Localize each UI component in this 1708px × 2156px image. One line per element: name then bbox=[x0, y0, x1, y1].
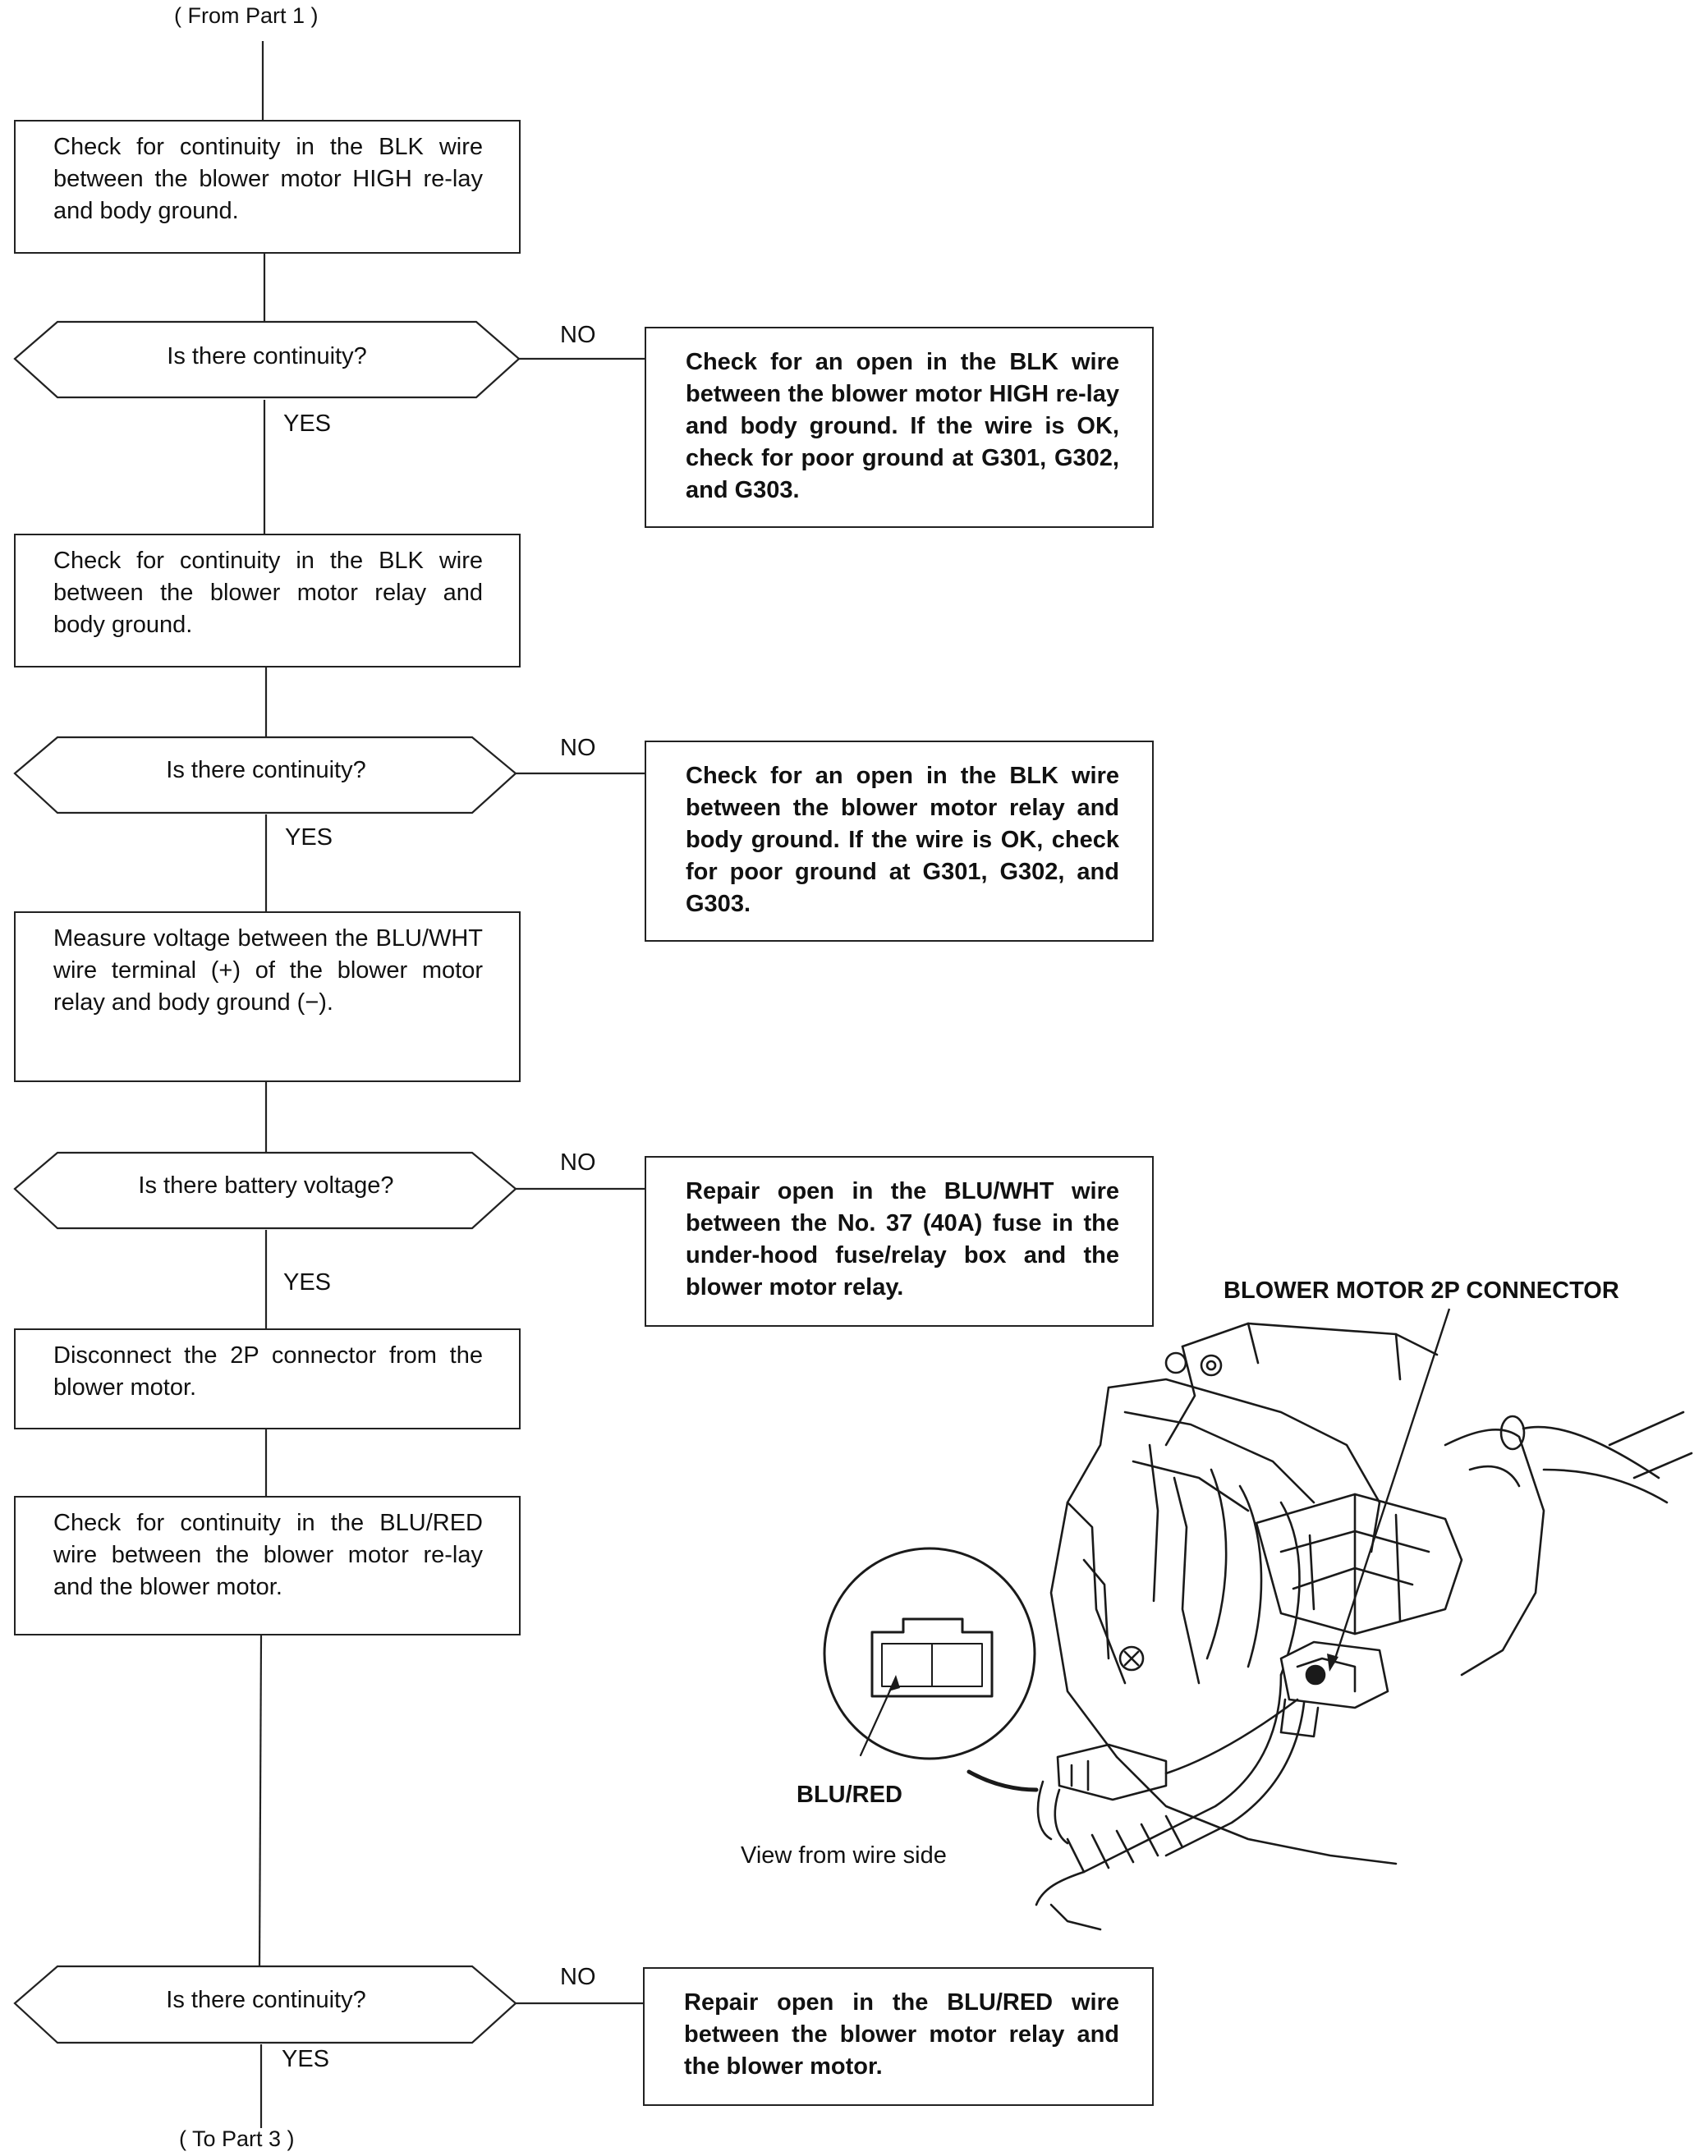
from-part-terminal: ( From Part 1 ) bbox=[174, 3, 319, 28]
step-box-3: Measure voltage between the BLU/WHT wire… bbox=[14, 911, 521, 1082]
connector-face-outline bbox=[870, 1617, 994, 1698]
connector-cavities bbox=[881, 1643, 983, 1687]
flow-connectors bbox=[258, 41, 645, 2128]
decision-shape-4 bbox=[13, 1965, 517, 2044]
no-label-4: NO bbox=[560, 1964, 596, 1990]
blu-red-arrowhead bbox=[888, 1675, 900, 1691]
step-box-5: Check for continuity in the BLU/RED wire… bbox=[14, 1496, 521, 1635]
yes-label-2: YES bbox=[285, 824, 333, 851]
yes-label-3: YES bbox=[283, 1269, 332, 1296]
no-label-2: NO bbox=[560, 735, 596, 761]
decision-question-3: Is there battery voltage? bbox=[138, 1172, 394, 1199]
no-result-box-4: Repair open in the BLU/RED wire between … bbox=[643, 1967, 1154, 2106]
decision-question-4: Is there continuity? bbox=[166, 1987, 366, 2013]
decision-shape-3 bbox=[13, 1151, 517, 1230]
blower-motor-illustration bbox=[966, 1322, 1693, 1931]
blu-red-wire-label: BLU/RED bbox=[797, 1782, 902, 1808]
decision-question-1: Is there continuity? bbox=[167, 343, 367, 369]
view-from-wire-side-caption: View from wire side bbox=[741, 1842, 947, 1869]
blower-motor-connector-label: BLOWER MOTOR 2P CONNECTOR bbox=[1224, 1278, 1619, 1304]
connector-callout-leader bbox=[1327, 1308, 1451, 1672]
detail-circle bbox=[823, 1547, 1036, 1760]
to-part-terminal: ( To Part 3 ) bbox=[179, 2126, 295, 2151]
no-label-1: NO bbox=[560, 322, 596, 348]
decision-question-2: Is there continuity? bbox=[166, 757, 366, 783]
step-box-4: Disconnect the 2P connector from the blo… bbox=[14, 1328, 521, 1429]
yes-label-4: YES bbox=[282, 2046, 330, 2072]
decision-shape-2 bbox=[13, 736, 517, 814]
no-label-3: NO bbox=[560, 1149, 596, 1176]
no-result-box-1: Check for an open in the BLK wire betwee… bbox=[645, 327, 1154, 528]
no-result-box-2: Check for an open in the BLK wire betwee… bbox=[645, 741, 1154, 942]
decision-shape-1 bbox=[13, 320, 521, 399]
step-box-1: Check for continuity in the BLK wire bet… bbox=[14, 120, 521, 254]
connector-detail-view bbox=[823, 1547, 1036, 1760]
connector-step5-decision4 bbox=[258, 1635, 263, 1966]
yes-label-1: YES bbox=[283, 411, 332, 437]
step-box-2: Check for continuity in the BLK wire bet… bbox=[14, 534, 521, 667]
blu-red-leader-line bbox=[859, 1681, 895, 1757]
no-result-box-3: Repair open in the BLU/WHT wire between … bbox=[645, 1156, 1154, 1327]
